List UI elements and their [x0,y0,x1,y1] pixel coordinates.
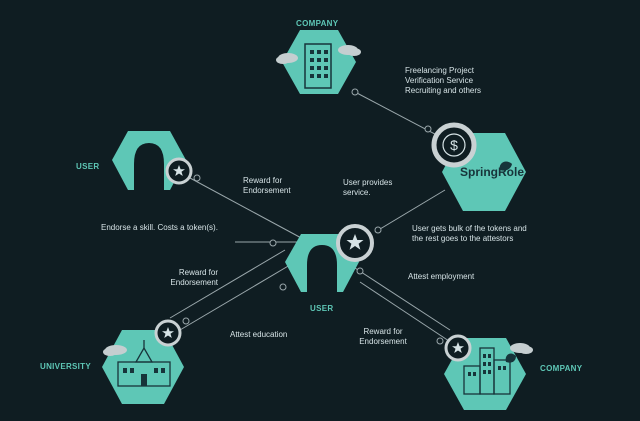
line-user-center-company-bottom-2 [359,281,456,346]
dollar-icon: $ [450,137,458,153]
line-user-center-springrole [374,189,446,233]
line-company-springrole [354,91,451,143]
user-center-node [285,224,374,292]
star-icon [346,234,364,250]
label-user-provides: User provides service. [343,178,392,198]
connector-dot [436,337,444,345]
label-endorse-skill: Endorse a skill. Costs a token(s). [101,223,218,232]
cloud-icon [510,343,533,354]
company-bottom-node [444,334,533,410]
label-user-gets: User gets bulk of the tokens and the res… [412,224,527,244]
connector-dot [374,226,382,234]
star-icon [173,165,185,176]
user-left-title: USER [76,162,100,171]
user-center-title: USER [310,304,334,313]
desc-line: Freelancing Project [405,66,474,75]
company-bottom-title: COMPANY [540,364,583,373]
connector-dot [182,317,190,325]
label-line: Endorsement [359,337,407,346]
leaf-icon [505,353,516,363]
label-reward-left: Reward for Endorsement [160,268,218,288]
label-line: Endorsement [170,278,218,287]
desc-line: Verification Service [405,76,474,85]
label-line: service. [343,188,371,197]
label-reward-top: Reward for Endorsement [243,176,291,196]
springrole-logo: SpringRole [460,165,525,179]
line-user-left-user-center [189,177,306,241]
label-line: User gets bulk of the tokens and [412,224,527,233]
company-top-desc: Freelancing Project Verification Service… [405,66,481,96]
cloud-icon [276,45,361,64]
label-line: the rest goes to the attestors [412,234,514,243]
connector-dot [351,88,359,96]
connector-dot [279,283,287,291]
dollar-badge [431,122,477,168]
line-university-user-center-2 [169,249,286,319]
star-icon [452,342,464,353]
university-node [102,319,184,404]
connector-lines [169,91,456,346]
leaf-icon [499,161,512,171]
arch-icon [307,245,337,292]
label-attest-education: Attest education [230,330,288,339]
line-university-user-center [179,261,296,331]
connector-dot [424,125,432,133]
label-line: Reward for [178,268,218,277]
line-user-center-company-bottom [354,267,451,331]
connector-dot [269,239,277,247]
label-line: User provides [343,178,393,187]
connector-dot [193,174,201,182]
springrole-node [431,122,526,211]
university-title: UNIVERSITY [40,362,92,371]
label-attest-employment: Attest employment [408,272,475,281]
star-icon [162,327,174,338]
label-line: Reward for [243,176,283,185]
label-reward-bottom: Reward for Endorsement [348,327,418,347]
cloud-icon [103,345,127,356]
desc-line: Recruiting and others [405,86,482,95]
connector-dot [356,267,364,275]
arch-icon [134,143,164,190]
company-top-title: COMPANY [296,19,339,28]
user-left-node [112,131,193,190]
label-line: Endorsement [243,186,291,195]
label-line: Reward for [363,327,403,336]
company-top-node [276,30,361,94]
